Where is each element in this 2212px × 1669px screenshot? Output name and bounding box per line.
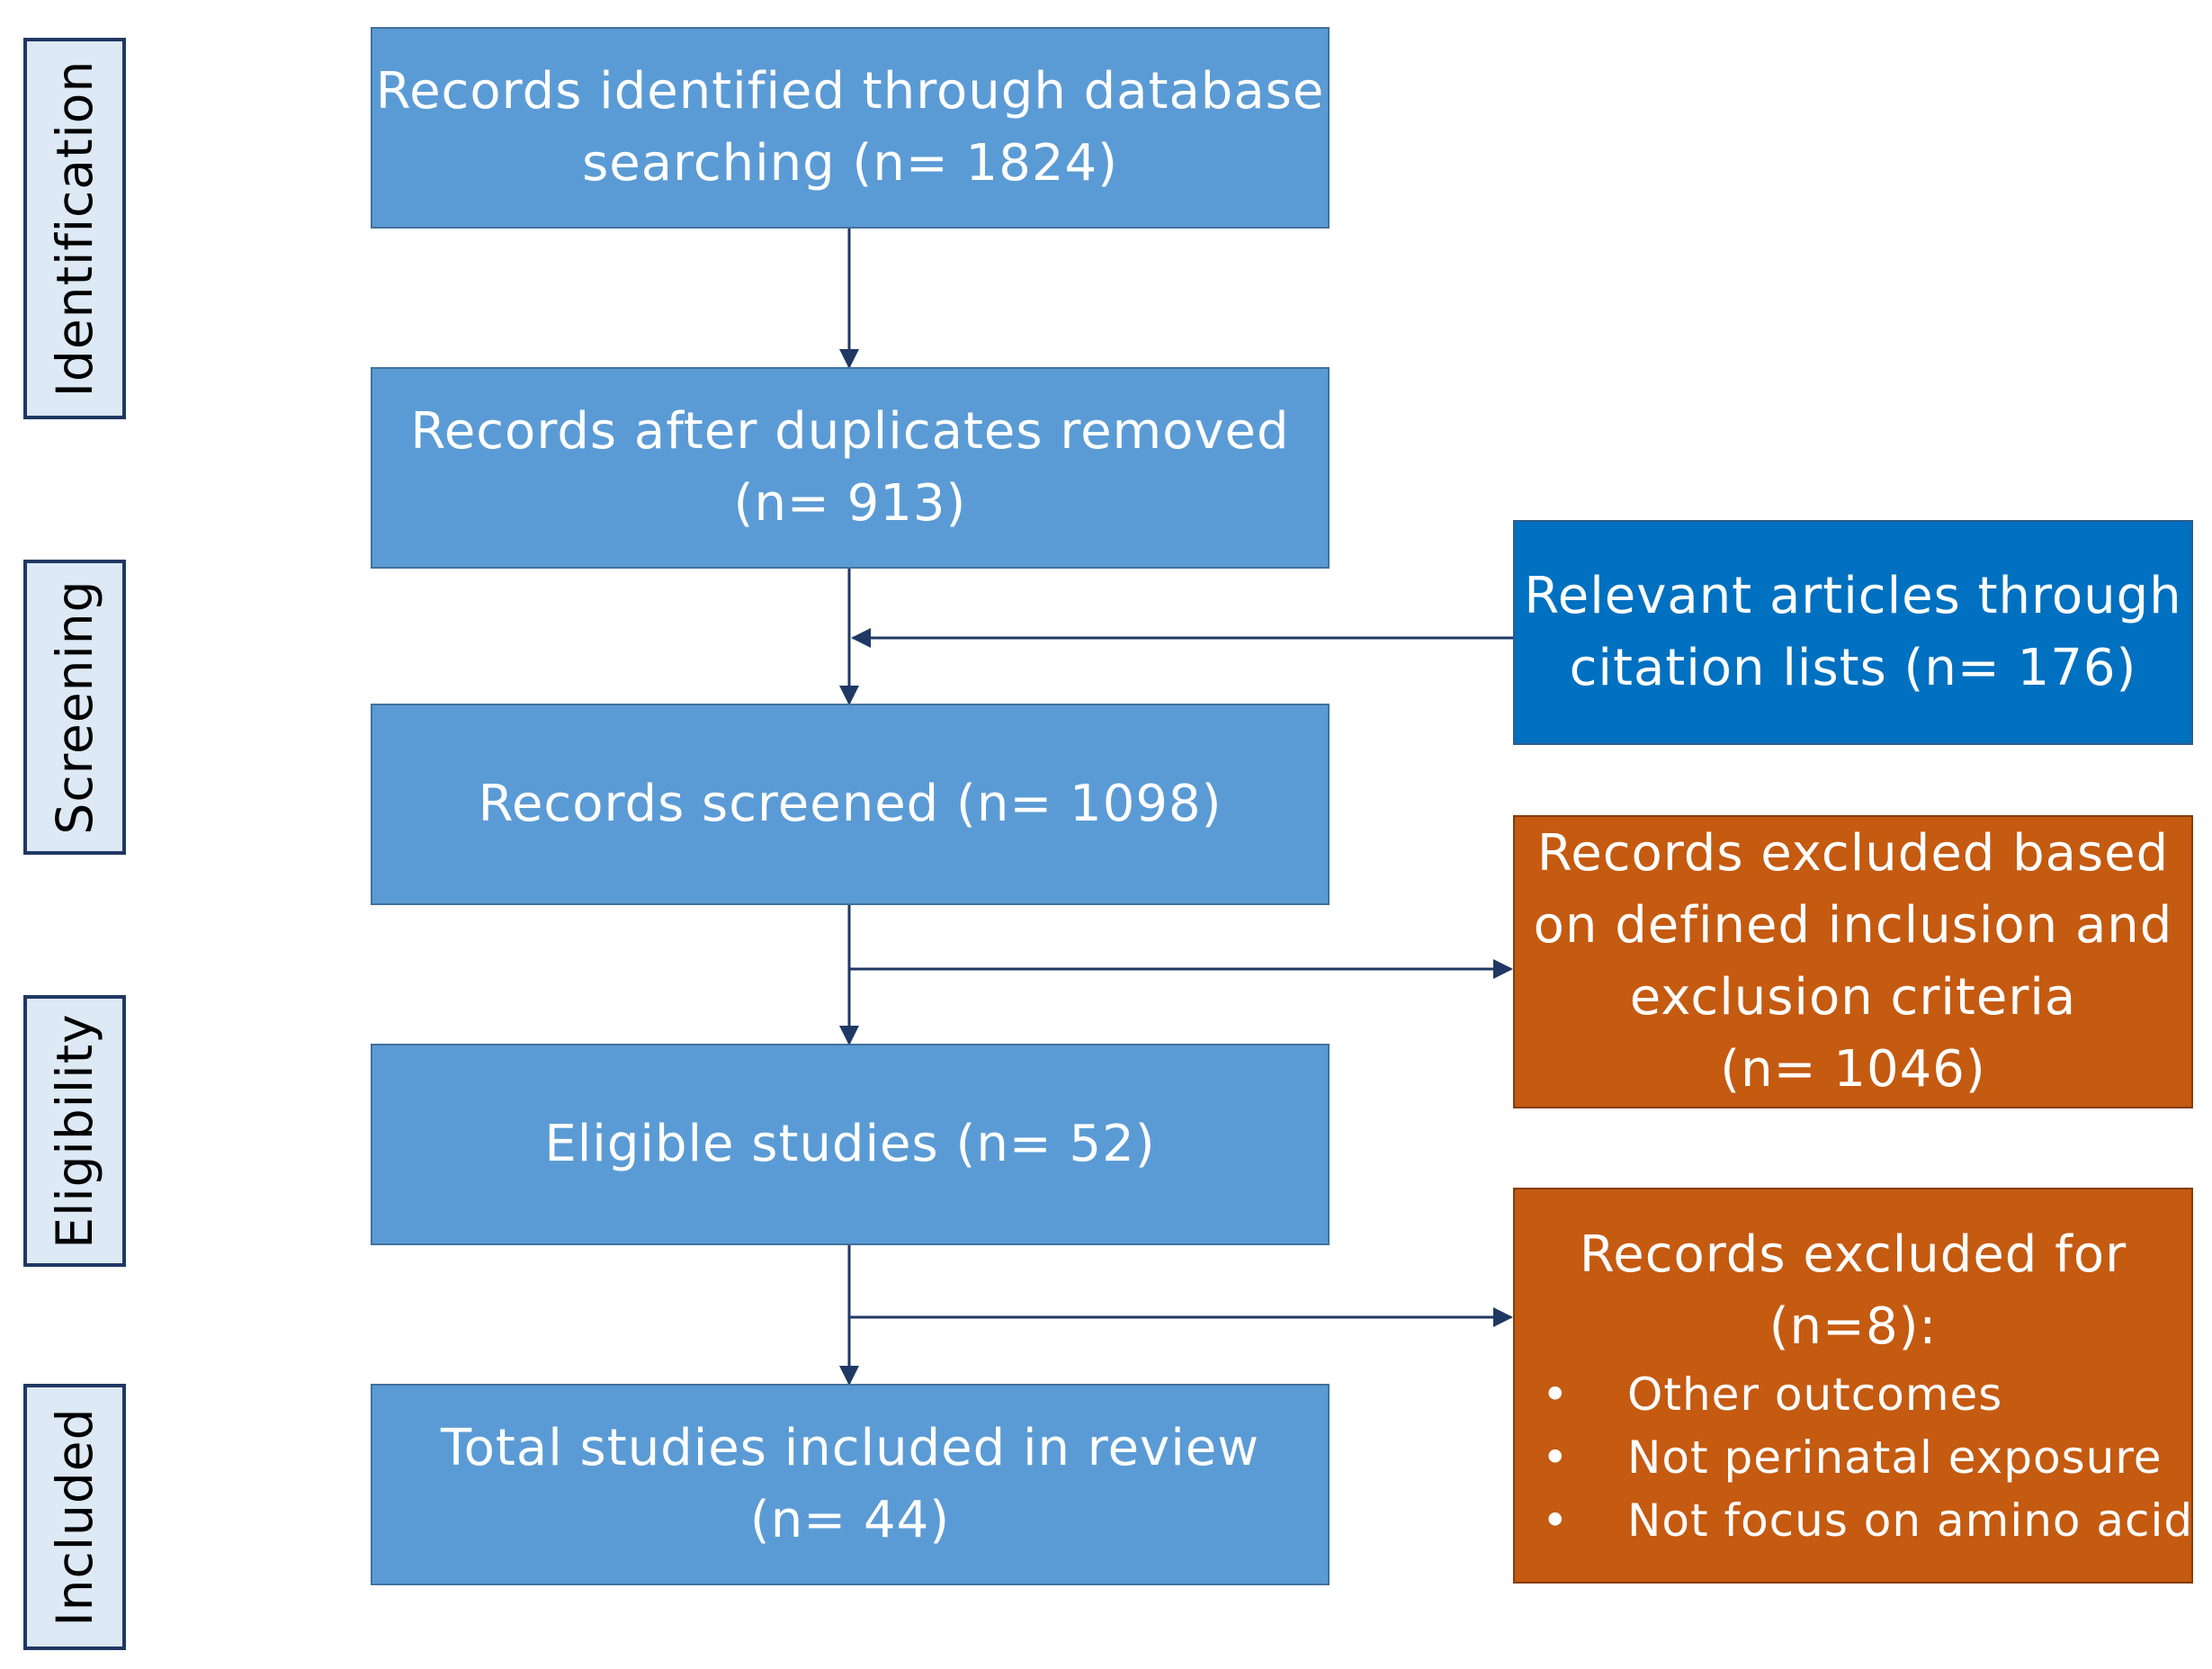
box-excluded-for: Records excluded for (n=8): • Other outc… bbox=[1513, 1188, 2193, 1584]
box-eligible-studies: Eligible studies (n= 52) bbox=[371, 1044, 1330, 1245]
box-text: (n= 1046) bbox=[1720, 1040, 1986, 1099]
box-records-screened: Records screened (n= 1098) bbox=[371, 704, 1330, 905]
reason-text: Not focus on amino acid bbox=[1627, 1494, 2194, 1547]
list-item: • Not focus on amino acid bbox=[1515, 1489, 2194, 1552]
list-item: • Other outcomes bbox=[1515, 1363, 2191, 1426]
box-text: searching (n= 1824) bbox=[582, 134, 1118, 193]
box-text: (n= 44) bbox=[749, 1491, 951, 1549]
box-text: (n=8): bbox=[1769, 1297, 1938, 1356]
box-text: Relevant articles through bbox=[1524, 567, 2182, 625]
box-text: Records after duplicates removed bbox=[410, 402, 1290, 461]
box-text: citation lists (n= 176) bbox=[1569, 639, 2137, 697]
box-citation-articles: Relevant articles through citation lists… bbox=[1513, 520, 2193, 745]
box-text: Records identified through database bbox=[375, 62, 1325, 121]
box-text: Records screened (n= 1098) bbox=[478, 775, 1222, 833]
bullet-icon: • bbox=[1542, 1431, 1570, 1484]
box-text: Eligible studies (n= 52) bbox=[544, 1115, 1156, 1173]
box-text: (n= 913) bbox=[733, 474, 967, 533]
reason-text: Not perinatal exposure bbox=[1627, 1431, 2163, 1484]
box-records-deduplicated: Records after duplicates removed (n= 913… bbox=[371, 367, 1330, 569]
phase-identification: Identification bbox=[23, 38, 126, 419]
box-records-identified: Records identified through database sear… bbox=[371, 27, 1330, 229]
box-text: Total studies included in review bbox=[440, 1419, 1260, 1477]
bullet-icon: • bbox=[1542, 1368, 1570, 1421]
box-text: on defined inclusion and bbox=[1533, 896, 2173, 955]
bullet-icon: • bbox=[1542, 1494, 1570, 1547]
box-text: exclusion criteria bbox=[1629, 968, 2077, 1027]
box-text: Records excluded based bbox=[1536, 824, 2170, 883]
phase-included: Included bbox=[23, 1384, 126, 1650]
reason-text: Other outcomes bbox=[1627, 1368, 2003, 1421]
phase-eligibility: Eligibility bbox=[23, 995, 126, 1267]
box-excluded-criteria: Records excluded based on defined inclus… bbox=[1513, 815, 2193, 1108]
box-text: Records excluded for bbox=[1579, 1225, 2127, 1284]
list-item: • Not perinatal exposure bbox=[1515, 1426, 2191, 1489]
phase-screening: Screening bbox=[23, 560, 126, 855]
box-total-included: Total studies included in review (n= 44) bbox=[371, 1384, 1330, 1585]
exclusion-reasons-list: • Other outcomes • Not perinatal exposur… bbox=[1515, 1363, 2194, 1552]
